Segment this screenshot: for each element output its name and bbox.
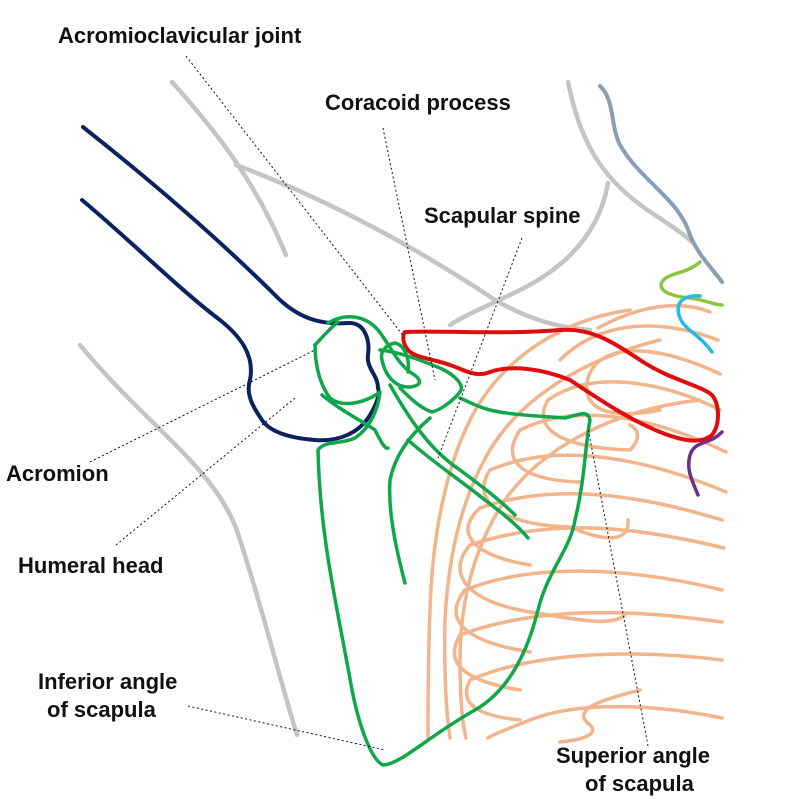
first-rib-outline <box>659 260 724 307</box>
skin-outline-shoulder <box>233 162 593 333</box>
trapezius-outline <box>447 180 611 328</box>
scapula-medial-inner <box>387 416 432 585</box>
glenoid-outline <box>313 343 592 767</box>
leader-inferior-angle <box>187 705 386 751</box>
humerus-shaft-lower <box>80 198 253 382</box>
scapula-spine-line-2 <box>406 438 530 540</box>
leader-acromion <box>89 349 316 463</box>
soft-tissue-outlines <box>77 79 695 738</box>
scapula-body-outline <box>326 315 422 389</box>
rib <box>558 688 642 744</box>
rib <box>454 569 724 654</box>
rib-posterior <box>458 398 702 740</box>
scapula-coracoid-outline <box>378 348 463 414</box>
label-inferior-angle-line1: Inferior angle <box>38 669 177 694</box>
rib <box>596 303 712 330</box>
scapula-lateral-inner <box>320 393 390 450</box>
skin-outline-lateral <box>77 342 300 738</box>
rib <box>482 453 728 540</box>
humerus-shaft-upper <box>81 125 380 390</box>
rib <box>458 526 726 624</box>
label-coracoid-process: Coracoid process <box>325 90 511 115</box>
label-scapular-spine: Scapular spine <box>424 203 581 228</box>
labels: Acromioclavicular joint Coracoid process… <box>6 23 710 796</box>
rib <box>466 491 724 567</box>
ribs <box>426 303 728 744</box>
label-inferior-angle-line2: of scapula <box>47 697 157 722</box>
rib <box>510 413 728 484</box>
label-acromion: Acromion <box>6 461 109 486</box>
label-superior-angle-line2: of scapula <box>585 771 695 796</box>
leader-coracoid-process <box>382 127 436 381</box>
glenoid-rim <box>313 320 340 347</box>
sternum-edge-outline <box>686 430 724 497</box>
rib <box>585 349 722 416</box>
cervical-spine-outline <box>598 84 724 284</box>
label-humeral-head: Humeral head <box>18 553 164 578</box>
clavicle-outline <box>401 327 720 443</box>
leader-acromioclavicular-joint <box>185 55 406 339</box>
humerus <box>80 125 381 443</box>
neck-outline <box>565 79 695 245</box>
first-rib-inner-outline <box>676 294 714 354</box>
rib <box>452 610 724 692</box>
leader-humeral-head <box>115 397 296 546</box>
leader-superior-angle <box>587 427 649 747</box>
rib <box>486 704 724 740</box>
leader-scapular-spine <box>437 237 523 459</box>
skin-outline-top <box>169 79 289 258</box>
label-superior-angle-line1: Superior angle <box>556 743 710 768</box>
scapula-spine-line <box>388 383 517 517</box>
humeral-head-outline <box>246 378 381 443</box>
leader-lines <box>89 55 649 751</box>
scapula <box>313 315 592 767</box>
rib-posterior <box>426 308 632 740</box>
label-acromioclavicular-joint: Acromioclavicular joint <box>58 23 302 48</box>
rib <box>558 324 720 362</box>
